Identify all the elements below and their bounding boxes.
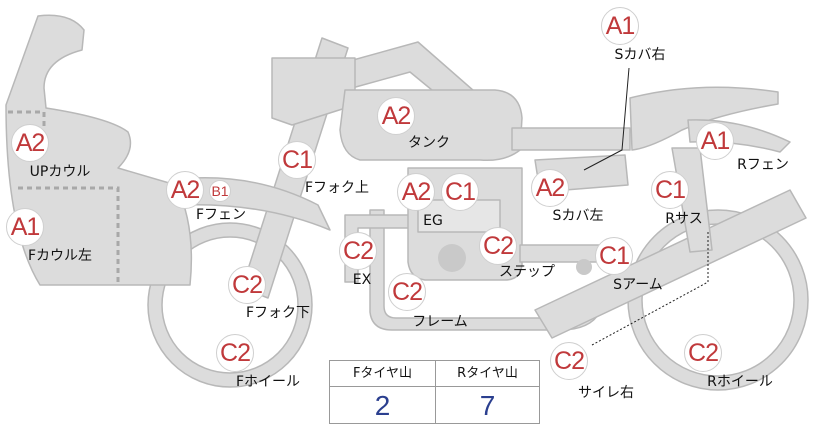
rear-shock-shape [671,147,713,253]
grade-badge-f-wheel: C2 [216,334,254,372]
grade-badge-f-cowl-left: A1 [6,208,44,246]
step-peg [576,259,592,275]
label-engine: EG [423,213,443,229]
label-f-fork-lower: Fフォク下 [245,305,311,321]
lower-cowl-divider [18,186,120,282]
label-step: ステップ [499,264,555,280]
grade-badge-step: C2 [479,227,517,265]
grade-badge-r-suspension: C1 [651,171,689,209]
tire-tread-table: Fタイヤ山 Rタイヤ山 2 7 [329,360,540,424]
grade-badge-s-cover-right: A1 [601,7,639,45]
label-s-cover-right: Sカバ右 [614,47,666,63]
grade-badge-silencer-right: C2 [550,342,588,380]
grade-badge-f-fender: A2 [166,171,204,209]
label-r-wheel: Rホイール [707,374,773,390]
rear-tire-header: Rタイヤ山 [436,361,539,387]
front-tire-value: 2 [374,390,391,421]
grade-badge-f-fork-upper: C1 [278,141,316,179]
label-tank: タンク [408,135,450,151]
leader-s-cover-right [583,67,630,171]
label-f-fender: Fフェン [195,207,247,223]
grade-badge-s-cover-left: A2 [531,169,569,207]
leader-silencer-right [591,232,709,346]
label-f-cowl-left: Fカウル左 [27,248,93,264]
grade-badge-swing-arm: C1 [595,237,633,275]
grade-badge-exhaust: C2 [339,232,377,270]
head-panel-shape [271,57,356,126]
seat-shape [511,127,631,151]
grade-badge-engine: A2 [397,173,435,211]
table-divider [435,361,436,423]
label-exhaust: EX [352,272,372,288]
front-tire-header: Fタイヤ山 [330,361,435,387]
grade-badge-tank: A2 [377,97,415,135]
label-s-cover-left: Sカバ左 [552,208,604,224]
grade-badge-frame: C2 [388,273,426,311]
rear-cowl-shape [629,86,779,151]
grade-badge-engine-extra: C1 [441,173,479,211]
label-up-cowl: UPカウル [29,164,91,180]
label-frame: フレーム [412,314,468,330]
upper-cowl-divider [8,110,46,128]
label-f-wheel: Fホイール [235,374,301,390]
label-r-suspension: Rサス [665,211,703,227]
rear-tire-value: 7 [479,390,496,421]
label-r-fender: Rフェン [737,157,789,173]
grade-badge-f-fender-extra: B1 [209,180,231,202]
label-swing-arm: Sアーム [613,277,663,293]
grade-badge-f-fork-lower: C2 [228,266,266,304]
cowl-shape [5,14,193,286]
label-f-fork-upper: Fフォク上 [304,180,370,196]
grade-badge-r-wheel: C2 [684,334,722,372]
grade-badge-r-fender: A1 [696,122,734,160]
label-silencer-right: サイレ右 [578,385,634,401]
grade-badge-up-cowl: A2 [11,124,49,162]
engine-detail [438,244,466,272]
